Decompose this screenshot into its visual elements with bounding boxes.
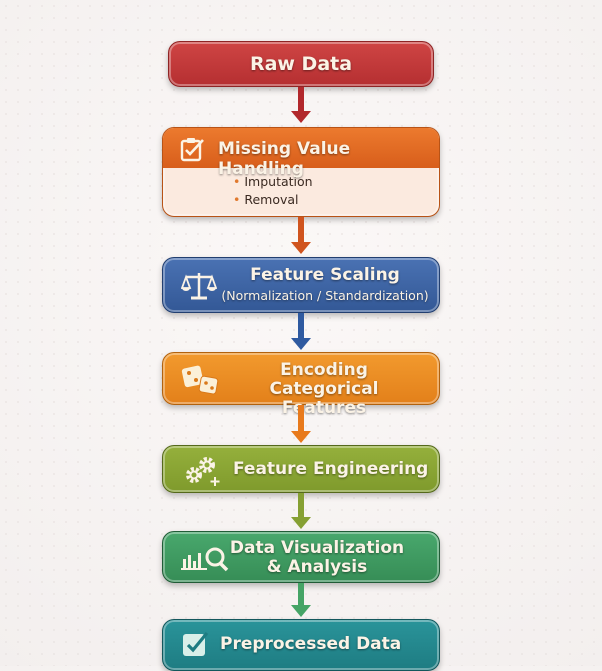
arrow xyxy=(291,313,311,350)
step-subtitle: (Normalization / Standardization) xyxy=(221,288,429,303)
checkbox-check-icon xyxy=(183,631,209,656)
bullet-item: • Removal xyxy=(233,192,299,207)
clipboard-check-icon xyxy=(180,138,204,162)
step-feature-engineering: Feature Engineering xyxy=(162,445,440,493)
arrow xyxy=(291,405,311,443)
chart-magnifier-icon xyxy=(181,547,229,572)
arrow xyxy=(291,583,311,617)
step-missing-value-handling: Missing Value Handling • Imputation • Re… xyxy=(162,127,440,217)
arrow xyxy=(291,217,311,254)
step-title: Encoding Categorical xyxy=(269,360,379,399)
step-title-line2: Features xyxy=(281,398,367,418)
gears-plus-icon xyxy=(186,457,220,486)
step-title: Preprocessed Data xyxy=(220,634,402,654)
step-title-line2: & Analysis xyxy=(266,557,368,577)
step-title: Raw Data xyxy=(249,53,353,75)
bullet-item: • Imputation xyxy=(233,174,313,189)
step-title: Missing Value Handling xyxy=(218,139,351,179)
step-encoding-categorical-features: Encoding Categorical Features xyxy=(162,352,440,418)
step-feature-scaling: Feature Scaling (Normalization / Standar… xyxy=(162,257,440,313)
step-data-visualization-analysis: Data Visualization & Analysis xyxy=(162,531,440,583)
step-raw-data: Raw Data xyxy=(168,41,434,87)
balance-scale-icon xyxy=(181,273,217,300)
step-title: Feature Scaling xyxy=(250,265,400,285)
arrow xyxy=(291,493,311,529)
dice-icon xyxy=(181,365,219,395)
step-title: Feature Engineering xyxy=(233,459,429,479)
step-title: Data Visualization xyxy=(229,538,405,558)
arrow xyxy=(291,87,311,123)
step-preprocessed-data: Preprocessed Data xyxy=(162,619,440,671)
